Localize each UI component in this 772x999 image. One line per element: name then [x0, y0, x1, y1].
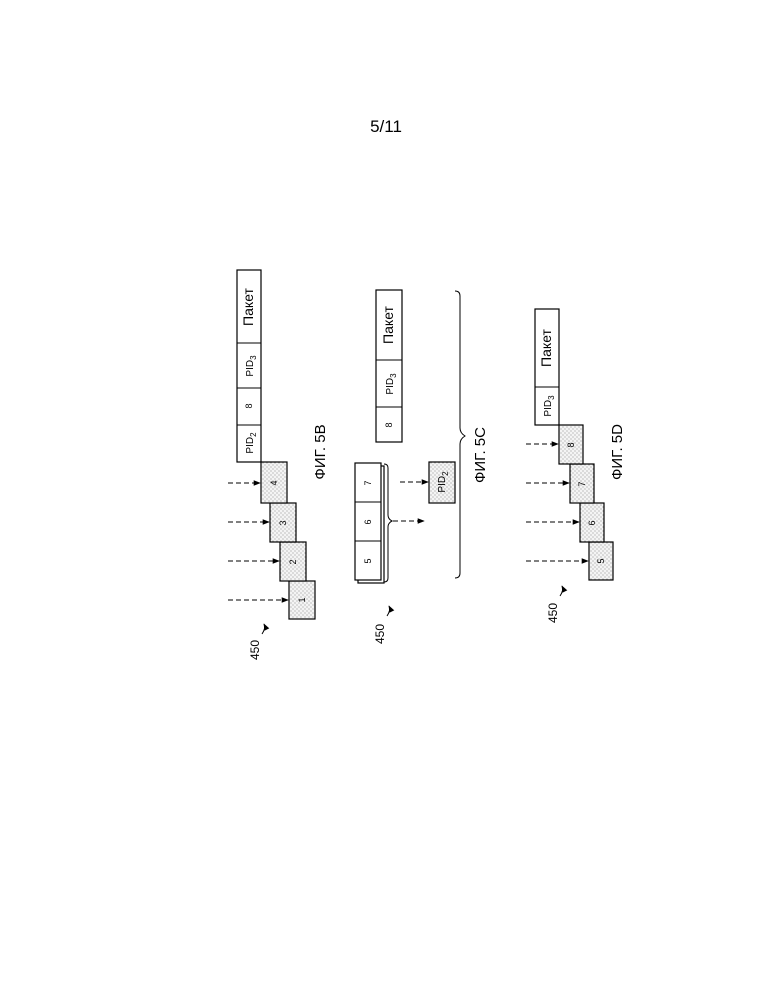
fig5d-packet-label: Пакет	[538, 328, 554, 366]
fig5d-ref-leader	[560, 586, 563, 596]
fig-5d: Пакет PID3 5 6 7 8 450 ФИГ. 5D	[526, 309, 626, 623]
fig5d-packet-8-label: 8	[566, 442, 576, 447]
fig5c-packet-label: Пакет	[380, 305, 396, 343]
fig5c-buffer-brace	[384, 464, 392, 582]
fig5b-packet-2-label: 2	[288, 559, 298, 564]
fig5d-caption: ФИГ. 5D	[609, 424, 626, 480]
fig5b-packet-3-label: 3	[278, 520, 288, 525]
fig5c-group-brace	[455, 291, 465, 578]
fig5b-stream: Пакет PID3 8 PID2	[237, 270, 261, 462]
fig5c-buffer-7-label: 7	[363, 480, 373, 485]
fig5c-seq-label: 8	[384, 422, 394, 427]
fig5c-buffer-5-label: 5	[363, 558, 373, 563]
fig5b-ref-number: 450	[248, 640, 262, 660]
fig5b-packet-label: Пакет	[240, 287, 256, 325]
fig5b-packet-4-label: 4	[269, 480, 279, 485]
fig5c-ref-number: 450	[373, 624, 387, 644]
fig-5c: Пакет PID3 8 7 6 5 PID2 450 Ф	[355, 290, 489, 644]
fig5d-ref-number: 450	[546, 603, 560, 623]
fig5d-packet-6-label: 6	[587, 520, 597, 525]
fig5b-packet-1-label: 1	[297, 597, 307, 602]
fig5b-seq-label: 8	[244, 403, 254, 408]
fig5c-buffer-6-label: 6	[363, 519, 373, 524]
fig5b-caption: ФИГ. 5В	[312, 424, 329, 479]
fig5d-packet-5-label: 5	[596, 558, 606, 563]
fig5c-ref-leader	[387, 606, 390, 616]
fig-5b: Пакет PID3 8 PID2 1 2 3 4 450 ФИГ. 5В	[228, 270, 329, 660]
fig5c-caption: ФИГ. 5С	[472, 427, 489, 483]
fig5b-ref-leader	[262, 624, 265, 634]
fig5d-packet-7-label: 7	[577, 481, 587, 486]
fig5c-stream: Пакет PID3 8	[376, 290, 402, 442]
fig5d-stream: Пакет PID3	[535, 309, 559, 425]
